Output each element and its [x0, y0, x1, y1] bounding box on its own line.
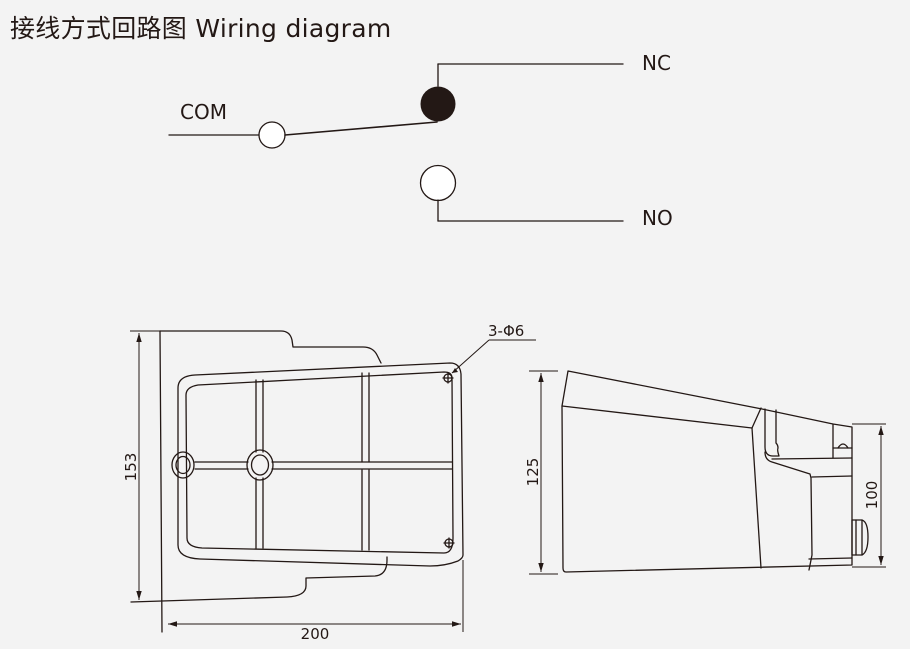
com-terminal	[258, 121, 286, 149]
nc-terminal	[420, 86, 456, 122]
dimension-label-200: 200	[301, 625, 330, 643]
side-view-drawing: 125 100	[524, 370, 886, 575]
hole-callout-leader	[451, 339, 490, 374]
dimension-label-125: 125	[524, 458, 542, 487]
top-block-screw	[837, 443, 849, 449]
hole-callout-arrow	[452, 368, 458, 373]
nc-label: NC	[642, 51, 671, 75]
pedal-edge-line	[561, 405, 753, 429]
hinge-clip	[764, 408, 780, 457]
screw-hole-top	[442, 372, 454, 384]
hole-callout-label: 3-Φ6	[488, 322, 524, 340]
cable-gland	[851, 519, 869, 556]
pedal-ribs	[194, 372, 453, 551]
pedal-inner-outline	[185, 371, 454, 554]
page-title: 接线方式回路图 Wiring diagram	[10, 14, 392, 43]
com-label: COM	[180, 100, 227, 124]
pedal-divider-line	[751, 427, 762, 569]
mounting-boss-center	[246, 449, 274, 481]
pedal-front-chamfer	[751, 407, 762, 429]
dimension-label-100: 100	[863, 481, 881, 510]
dimension-label-153: 153	[122, 453, 140, 482]
side-body-outline	[561, 370, 853, 573]
pedal-outer-outline	[177, 362, 464, 567]
housing-foot-line	[808, 557, 853, 560]
top-view-drawing: 3-Φ6 153 200	[122, 322, 536, 643]
housing-step	[764, 451, 813, 571]
screw-hole-bottom	[443, 537, 455, 549]
switch-lever	[284, 121, 438, 136]
no-label: NO	[642, 206, 673, 230]
no-terminal	[419, 164, 457, 202]
base-plate-left-edge	[159, 330, 163, 633]
base-plate-top-edge	[159, 330, 382, 364]
housing-shoulder-line	[811, 475, 853, 478]
housing-top-line	[771, 457, 853, 460]
base-plate-bottom-edge	[130, 556, 388, 603]
mounting-boss-left	[171, 451, 195, 479]
wiring-diagram: COM NC NO	[168, 51, 673, 230]
